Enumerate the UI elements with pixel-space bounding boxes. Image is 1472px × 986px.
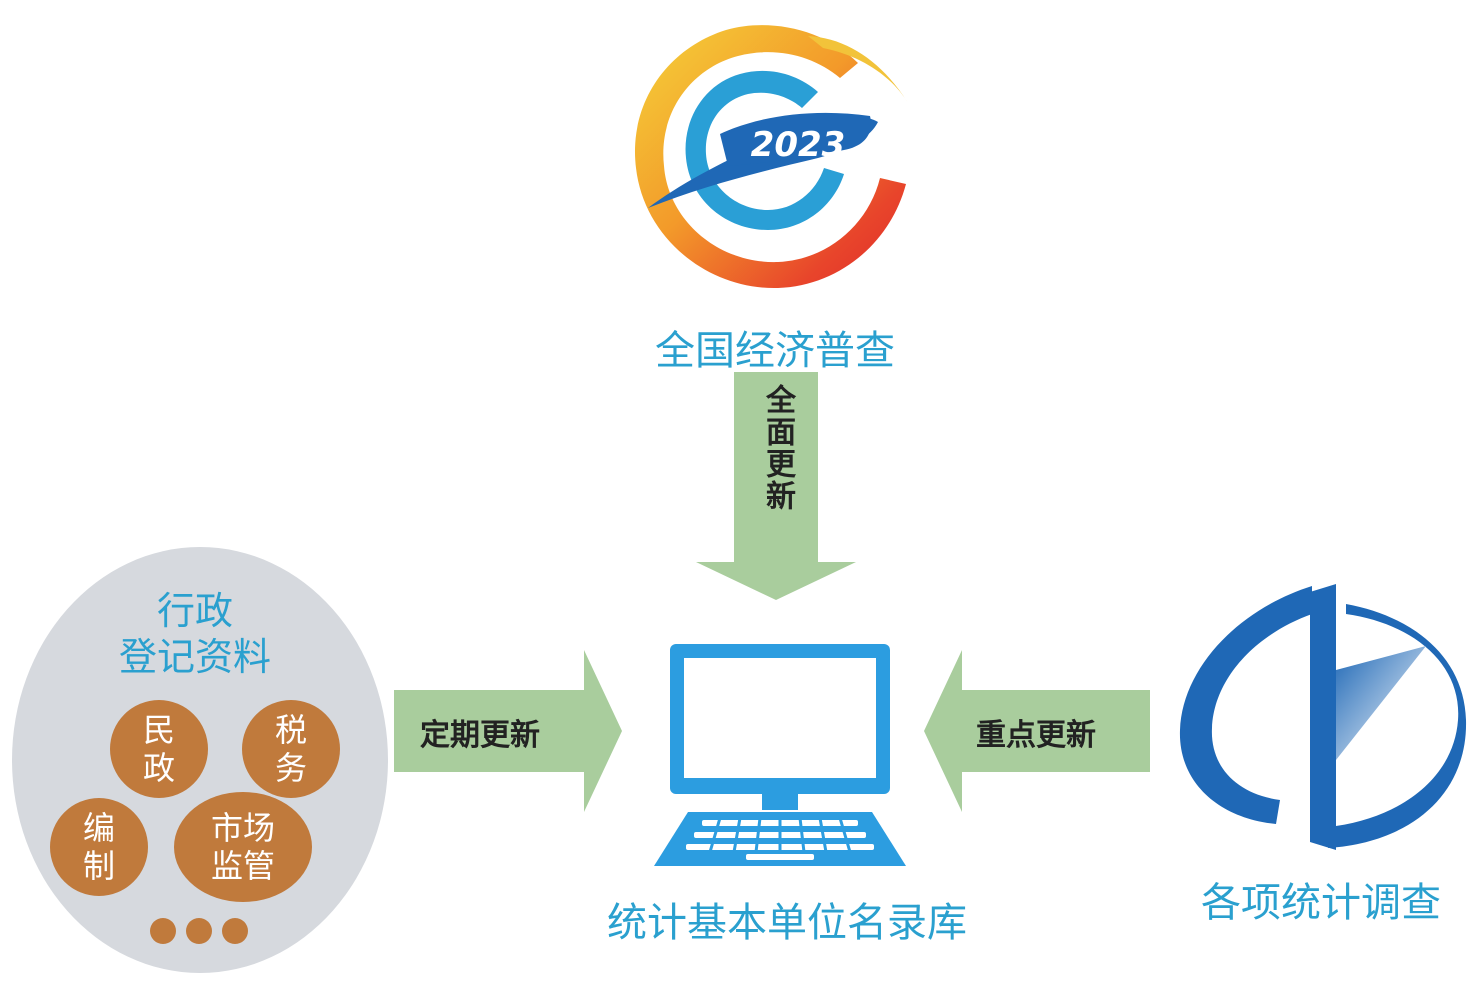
center-caption: 统计基本单位名录库 bbox=[607, 900, 967, 946]
market-supervision-label: 市场 监管 bbox=[210, 809, 275, 885]
left-arrow-label: 定期更新 bbox=[420, 718, 540, 753]
left-arrow bbox=[394, 650, 622, 812]
civil-affairs-label: 民 政 bbox=[142, 711, 175, 787]
right-arrow-label: 重点更新 bbox=[976, 718, 1096, 753]
staffing-label: 编 制 bbox=[82, 809, 115, 885]
economic-census-2023-logo: 2023 bbox=[634, 25, 908, 289]
ellipsis-dot bbox=[222, 918, 248, 944]
tax-label: 税 务 bbox=[274, 711, 307, 787]
statistics-bureau-logo bbox=[1179, 584, 1467, 850]
civil-affairs-circle: 民 政 bbox=[110, 700, 208, 798]
admin-data-title: 行政 登记资料 bbox=[60, 588, 330, 680]
census-logo-year: 2023 bbox=[751, 125, 846, 165]
right-arrow bbox=[924, 650, 1150, 812]
admin-title-line1: 行政 bbox=[156, 589, 233, 633]
census-caption: 全国经济普查 bbox=[655, 328, 895, 374]
ellipsis-dot bbox=[186, 918, 212, 944]
staffing-circle: 编 制 bbox=[50, 798, 148, 896]
down-arrow-label: 全面更新 bbox=[760, 384, 795, 512]
tax-circle: 税 务 bbox=[242, 700, 340, 798]
admin-title-line2: 登记资料 bbox=[118, 635, 271, 679]
down-arrow bbox=[696, 372, 856, 600]
right-caption: 各项统计调查 bbox=[1201, 880, 1441, 926]
ellipsis-dot bbox=[150, 918, 176, 944]
computer-icon bbox=[654, 644, 906, 866]
market-supervision-circle: 市场 监管 bbox=[174, 792, 312, 902]
